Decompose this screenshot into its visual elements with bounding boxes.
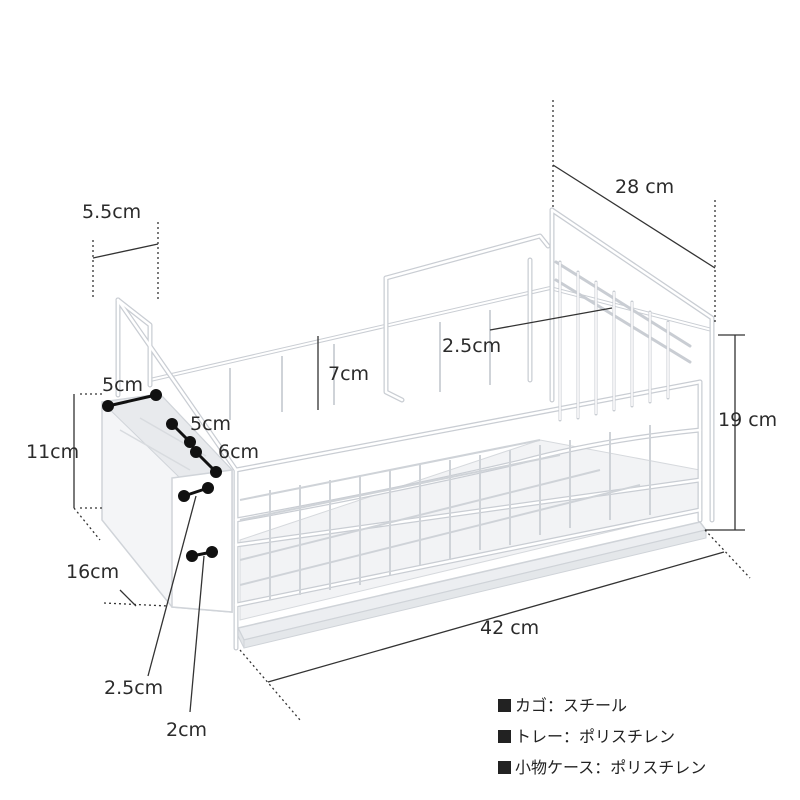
bullet-square-icon xyxy=(498,730,511,743)
legend-item: トレー：ポリスチレン xyxy=(498,721,706,752)
label-hook-a: 2.5cm xyxy=(104,677,163,699)
label-inner-height: 7cm xyxy=(328,363,369,385)
bullet-square-icon xyxy=(498,699,511,712)
label-width: 42 cm xyxy=(480,617,539,639)
label-slot-pitch: 2.5cm xyxy=(442,335,501,357)
label-utensil-width: 5.5cm xyxy=(82,201,141,223)
label-case-height: 11cm xyxy=(26,441,79,463)
measure-markers xyxy=(102,389,222,562)
label-hook-b: 2cm xyxy=(166,719,207,741)
label-depth: 28 cm xyxy=(615,176,674,198)
bullet-square-icon xyxy=(498,761,511,774)
label-case-slot-b: 5cm xyxy=(190,413,231,435)
legend-item: カゴ：スチール xyxy=(498,690,706,721)
materials-legend: カゴ：スチール トレー：ポリスチレン 小物ケース：ポリスチレン xyxy=(498,690,706,783)
dimension-labels: 28 cm 19 cm 42 cm 5.5cm 7cm 2.5cm 11cm 1… xyxy=(26,176,777,741)
dimension-lines xyxy=(73,100,751,721)
label-case-slot-c: 6cm xyxy=(218,441,259,463)
label-case-depth: 16cm xyxy=(66,561,119,583)
legend-item: 小物ケース：ポリスチレン xyxy=(498,752,706,783)
label-case-slot-a: 5cm xyxy=(102,374,143,396)
label-height: 19 cm xyxy=(718,409,777,431)
